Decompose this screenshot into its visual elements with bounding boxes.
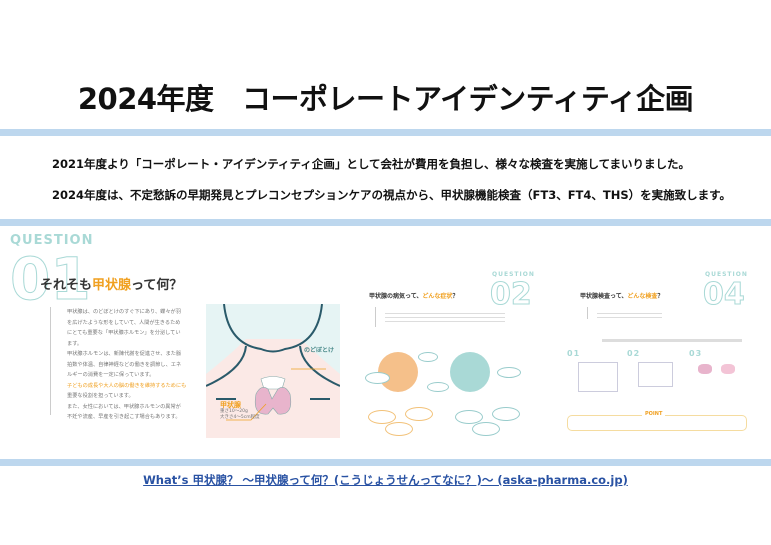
speech-bubble (365, 372, 390, 384)
speech-bubble (405, 407, 433, 421)
step-3: 03 (689, 349, 703, 358)
thyroid-icon (698, 364, 712, 374)
speech-bubble (368, 410, 396, 424)
q1-heading-pre: それそも (40, 278, 93, 293)
speech-bubble (455, 410, 483, 424)
q1-body-line: を広げたような形をしていて、人間が生きるため (67, 319, 181, 326)
q4-subline (602, 339, 742, 342)
q2-body-text (385, 311, 505, 323)
q2-heading-post: ？ (452, 293, 459, 300)
q1-heading-highlight: 甲状腺 (92, 278, 132, 293)
aska-pharma-link[interactable]: What’s 甲状腺？ ～甲状腺って何？(こうじょうせんってなに？)～ (ask… (143, 473, 628, 487)
q1-question-label: QUESTION (10, 233, 94, 248)
exam-illustration (578, 362, 618, 392)
intro-line-1: 2021年度より「コーポレート・アイデンティティ企画」として会社が費用を負担し、… (52, 157, 691, 171)
q1-body-line: 拍数や体温、自律神経などの働きを調節し、エネ (67, 361, 182, 368)
q4-number: 04 (703, 277, 746, 313)
q2-heading-highlight: どんな症状 (422, 293, 453, 300)
speech-bubble (472, 422, 500, 436)
q2-heading: 甲状腺の病気って、どんな症状？ (369, 291, 458, 300)
q1-body: 甲状腺は、のどぼとけのすぐ下にあり、蝶々が羽 を広げたような形をしていて、人間が… (67, 307, 186, 423)
q4-heading: 甲状腺検査って、どんな検査？ (580, 291, 663, 300)
thyroid-weight: 重さ10～20g (220, 409, 248, 414)
q1-body-line: ルギーの消費を一定に保っています。 (67, 372, 155, 378)
q1-body-line: にとても重要な「甲状腺ホルモン」を分泌してい (67, 330, 181, 336)
thyroid-size: 大きさ4～5cm程度 (220, 415, 260, 420)
q1-body-line: 甲状腺は、のどぼとけのすぐ下にあり、蝶々が羽 (67, 309, 181, 315)
q1-body-line: 重要な役割を担っています。 (67, 393, 134, 399)
q1-number: 01 (10, 245, 92, 314)
step-2: 02 (627, 349, 641, 358)
q4-body-text (597, 311, 662, 319)
thyroid-icon (721, 364, 735, 374)
q2-number: 02 (490, 277, 533, 313)
divider-band (0, 219, 771, 226)
q4-heading-post: ？ (657, 293, 664, 300)
q1-body-line: 不妊や流産、早産を引き起こす場合もあります。 (67, 414, 181, 420)
divider-band (0, 129, 771, 136)
q1-heading-post: って何？ (131, 278, 183, 293)
q4-heading-highlight: どんな検査 (627, 293, 658, 300)
thyroid-label: 甲状腺 (220, 401, 241, 409)
q1-body-line: ます。 (67, 340, 83, 347)
person-illustration (378, 352, 418, 392)
speech-bubble (492, 407, 520, 421)
q2-rule (375, 307, 376, 327)
q1-body-line: また、女性においては、甲状腺ホルモンの異常が (67, 403, 181, 410)
person-illustration (450, 352, 490, 392)
q2-question-label: QUESTION (492, 271, 535, 278)
point-box: POINT (567, 411, 747, 431)
q1-rule (50, 307, 51, 415)
q1-body-line: 甲状腺ホルモンは、新陳代謝を促進させ、また脈 (67, 351, 182, 357)
speech-bubble (385, 422, 413, 436)
adams-apple-label: のどぼとけ (304, 347, 335, 354)
speech-bubble (418, 352, 438, 362)
point-label: POINT (642, 411, 666, 417)
q4-heading-pre: 甲状腺検査って、 (580, 293, 628, 300)
q1-heading: それそも甲状腺って何？ (40, 274, 182, 293)
ultrasound-illustration (638, 362, 673, 387)
thyroid-info-image: QUESTION 01 それそも甲状腺って何？ 甲状腺は、のどぼとけのすぐ下にあ… (0, 227, 771, 459)
q1-body-line: 子どもの成長や大人の脳の働きを維持するためにも (67, 382, 187, 389)
speech-bubble (497, 367, 521, 378)
q2-heading-pre: 甲状腺の病気って、 (369, 293, 423, 300)
neck-thyroid-illustration (206, 304, 340, 438)
speech-bubble (427, 382, 449, 392)
step-1: 01 (567, 349, 581, 358)
q4-rule (587, 307, 588, 319)
page-title: 2024年度 コーポレートアイデンティティ企画 (77, 82, 694, 116)
q4-question-label: QUESTION (705, 271, 748, 278)
divider-band (0, 459, 771, 466)
intro-line-2: 2024年度は、不定愁訴の早期発見とプレコンセプションケアの視点から、甲状腺機能… (52, 188, 732, 202)
